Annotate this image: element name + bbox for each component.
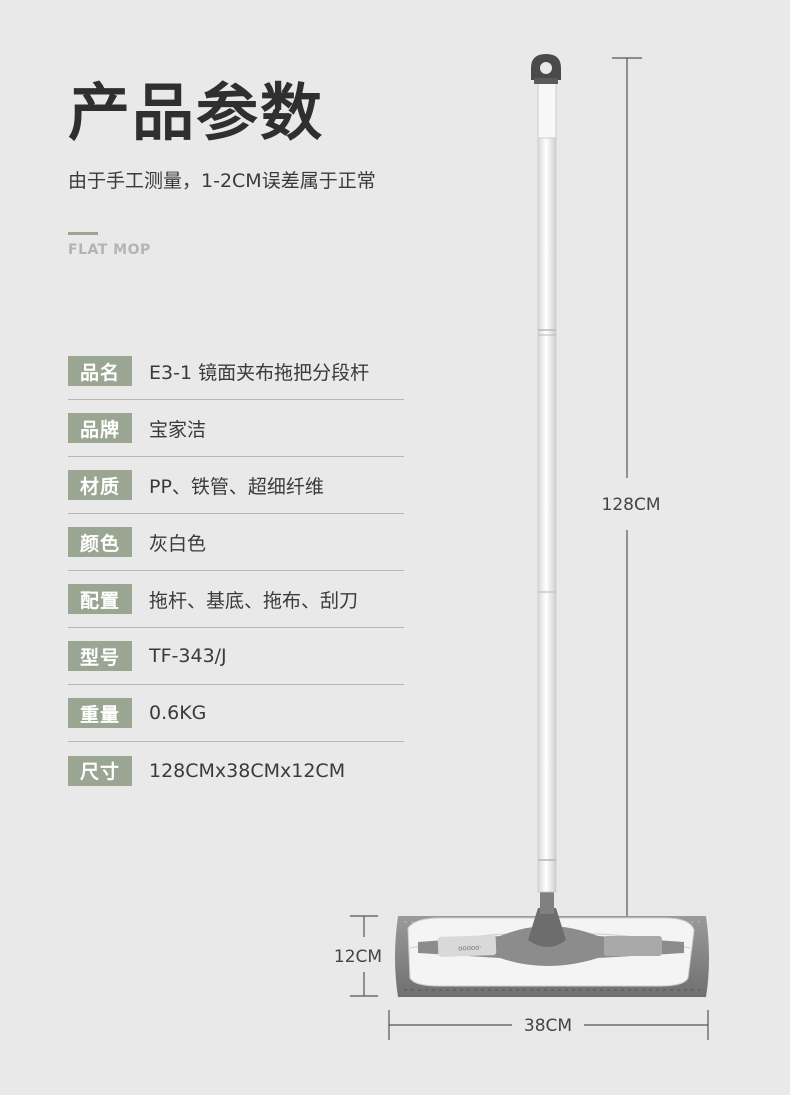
spec-label: 品名 xyxy=(68,356,132,386)
spec-value: 拖杆、基底、拖布、刮刀 xyxy=(149,589,359,612)
depth-label: 12CM xyxy=(334,947,382,967)
page-title: 产品参数 xyxy=(68,76,325,149)
spec-value: 宝家洁 xyxy=(149,418,207,441)
mop-joint xyxy=(528,908,566,947)
spec-value: TF-343/J xyxy=(149,645,227,667)
width-dimension: 38CM xyxy=(388,1010,709,1040)
product-tagline: FLAT MOP xyxy=(68,242,151,258)
measurement-note: 由于手工测量，1-2CM误差属于正常 xyxy=(68,170,376,192)
height-dimension: 128CM xyxy=(602,57,661,943)
spec-value: 灰白色 xyxy=(149,532,207,555)
width-label: 38CM xyxy=(524,1016,572,1036)
spec-label: 颜色 xyxy=(68,527,132,557)
spec-label: 品牌 xyxy=(68,413,132,443)
spec-row-brand: 品牌 宝家洁 xyxy=(68,400,404,457)
spec-value: PP、铁管、超细纤维 xyxy=(149,475,324,498)
spec-value: E3-1 镜面夹布拖把分段杆 xyxy=(149,361,370,384)
spec-label: 材质 xyxy=(68,470,132,500)
spec-label: 尺寸 xyxy=(68,755,132,786)
spec-row-name: 品名 E3-1 镜面夹布拖把分段杆 xyxy=(68,343,404,400)
spec-value: 128CMx38CMx12CM xyxy=(149,759,346,782)
spec-row-configuration: 配置 拖杆、基底、拖布、刮刀 xyxy=(68,571,404,628)
accent-divider xyxy=(68,232,98,235)
mop-pole xyxy=(537,81,557,893)
height-label: 128CM xyxy=(602,495,661,515)
spec-label: 重量 xyxy=(68,698,132,728)
depth-dimension: 12CM xyxy=(334,915,382,997)
spec-row-color: 颜色 灰白色 xyxy=(68,514,404,571)
spec-row-model: 型号 TF-343/J xyxy=(68,628,404,685)
spec-row-material: 材质 PP、铁管、超细纤维 xyxy=(68,457,404,514)
spec-row-size: 尺寸 128CMx38CMx12CM xyxy=(68,742,404,799)
spec-label: 配置 xyxy=(68,584,132,614)
spec-table: 品名 E3-1 镜面夹布拖把分段杆 品牌 宝家洁 材质 PP、铁管、超细纤维 颜… xyxy=(68,343,404,799)
spec-row-weight: 重量 0.6KG xyxy=(68,685,404,742)
brand-print: ooooo· xyxy=(458,943,482,952)
spec-label: 型号 xyxy=(68,641,132,671)
spec-value: 0.6KG xyxy=(149,702,207,724)
